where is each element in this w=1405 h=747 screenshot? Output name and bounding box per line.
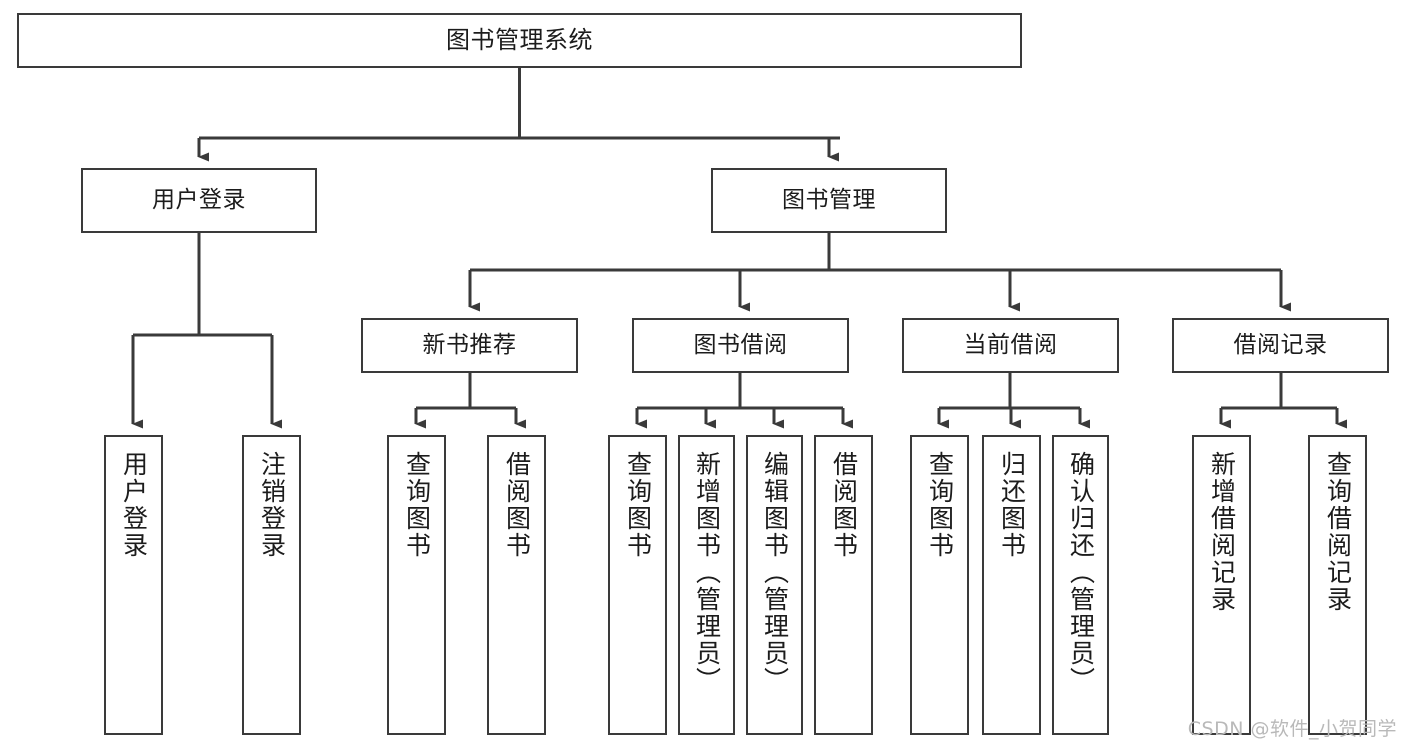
node-book-borrow[interactable]: 图书借阅	[632, 318, 849, 373]
node-leaf-confirm-return-admin-label: 确认归还（管理员）	[1066, 451, 1096, 694]
node-leaf-edit-book-admin[interactable]: 编辑图书（管理员）	[746, 435, 803, 735]
node-leaf-query-book-recommend[interactable]: 查询图书	[387, 435, 446, 735]
node-current-borrow-label: 当前借阅	[963, 331, 1058, 358]
node-leaf-add-book-admin[interactable]: 新增图书（管理员）	[678, 435, 735, 735]
node-leaf-query-book-current-label: 查询图书	[925, 451, 955, 559]
node-book-management[interactable]: 图书管理	[711, 168, 947, 233]
node-new-book-recommend[interactable]: 新书推荐	[361, 318, 578, 373]
node-leaf-confirm-return-admin[interactable]: 确认归还（管理员）	[1052, 435, 1109, 735]
node-leaf-add-book-admin-label: 新增图书（管理员）	[692, 451, 722, 694]
node-leaf-query-book-current[interactable]: 查询图书	[910, 435, 969, 735]
node-leaf-user-login-label: 用户登录	[119, 451, 149, 559]
node-leaf-borrow-book-recommend-label: 借阅图书	[502, 451, 532, 559]
node-leaf-query-book-borrow[interactable]: 查询图书	[608, 435, 667, 735]
node-current-borrow[interactable]: 当前借阅	[902, 318, 1119, 373]
node-leaf-borrow-book-label: 借阅图书	[829, 451, 859, 559]
node-leaf-query-book-recommend-label: 查询图书	[402, 451, 432, 559]
node-book-management-label: 图书管理	[782, 186, 876, 213]
node-leaf-borrow-book-recommend[interactable]: 借阅图书	[487, 435, 546, 735]
node-leaf-query-borrow-record[interactable]: 查询借阅记录	[1308, 435, 1367, 735]
node-leaf-query-borrow-record-label: 查询借阅记录	[1323, 451, 1353, 613]
node-user-login[interactable]: 用户登录	[81, 168, 317, 233]
node-leaf-logout-login-label: 注销登录	[257, 451, 287, 559]
node-leaf-add-borrow-record-label: 新增借阅记录	[1207, 451, 1237, 613]
node-new-book-recommend-label: 新书推荐	[422, 331, 517, 358]
node-user-login-label: 用户登录	[152, 186, 246, 213]
node-root-system[interactable]: 图书管理系统	[17, 13, 1022, 68]
node-leaf-borrow-book[interactable]: 借阅图书	[814, 435, 873, 735]
node-root-label: 图书管理系统	[446, 26, 593, 55]
node-borrow-record-label: 借阅记录	[1233, 331, 1328, 358]
csdn-watermark: CSDN @软件_小贺同学	[1187, 718, 1397, 740]
node-book-borrow-label: 图书借阅	[693, 331, 788, 358]
node-leaf-return-book-label: 归还图书	[997, 451, 1027, 559]
node-leaf-add-borrow-record[interactable]: 新增借阅记录	[1192, 435, 1251, 735]
node-leaf-logout-login[interactable]: 注销登录	[242, 435, 301, 735]
node-leaf-return-book[interactable]: 归还图书	[982, 435, 1041, 735]
node-leaf-user-login[interactable]: 用户登录	[104, 435, 163, 735]
node-leaf-edit-book-admin-label: 编辑图书（管理员）	[760, 451, 790, 694]
node-leaf-query-book-borrow-label: 查询图书	[623, 451, 653, 559]
node-borrow-record[interactable]: 借阅记录	[1172, 318, 1389, 373]
